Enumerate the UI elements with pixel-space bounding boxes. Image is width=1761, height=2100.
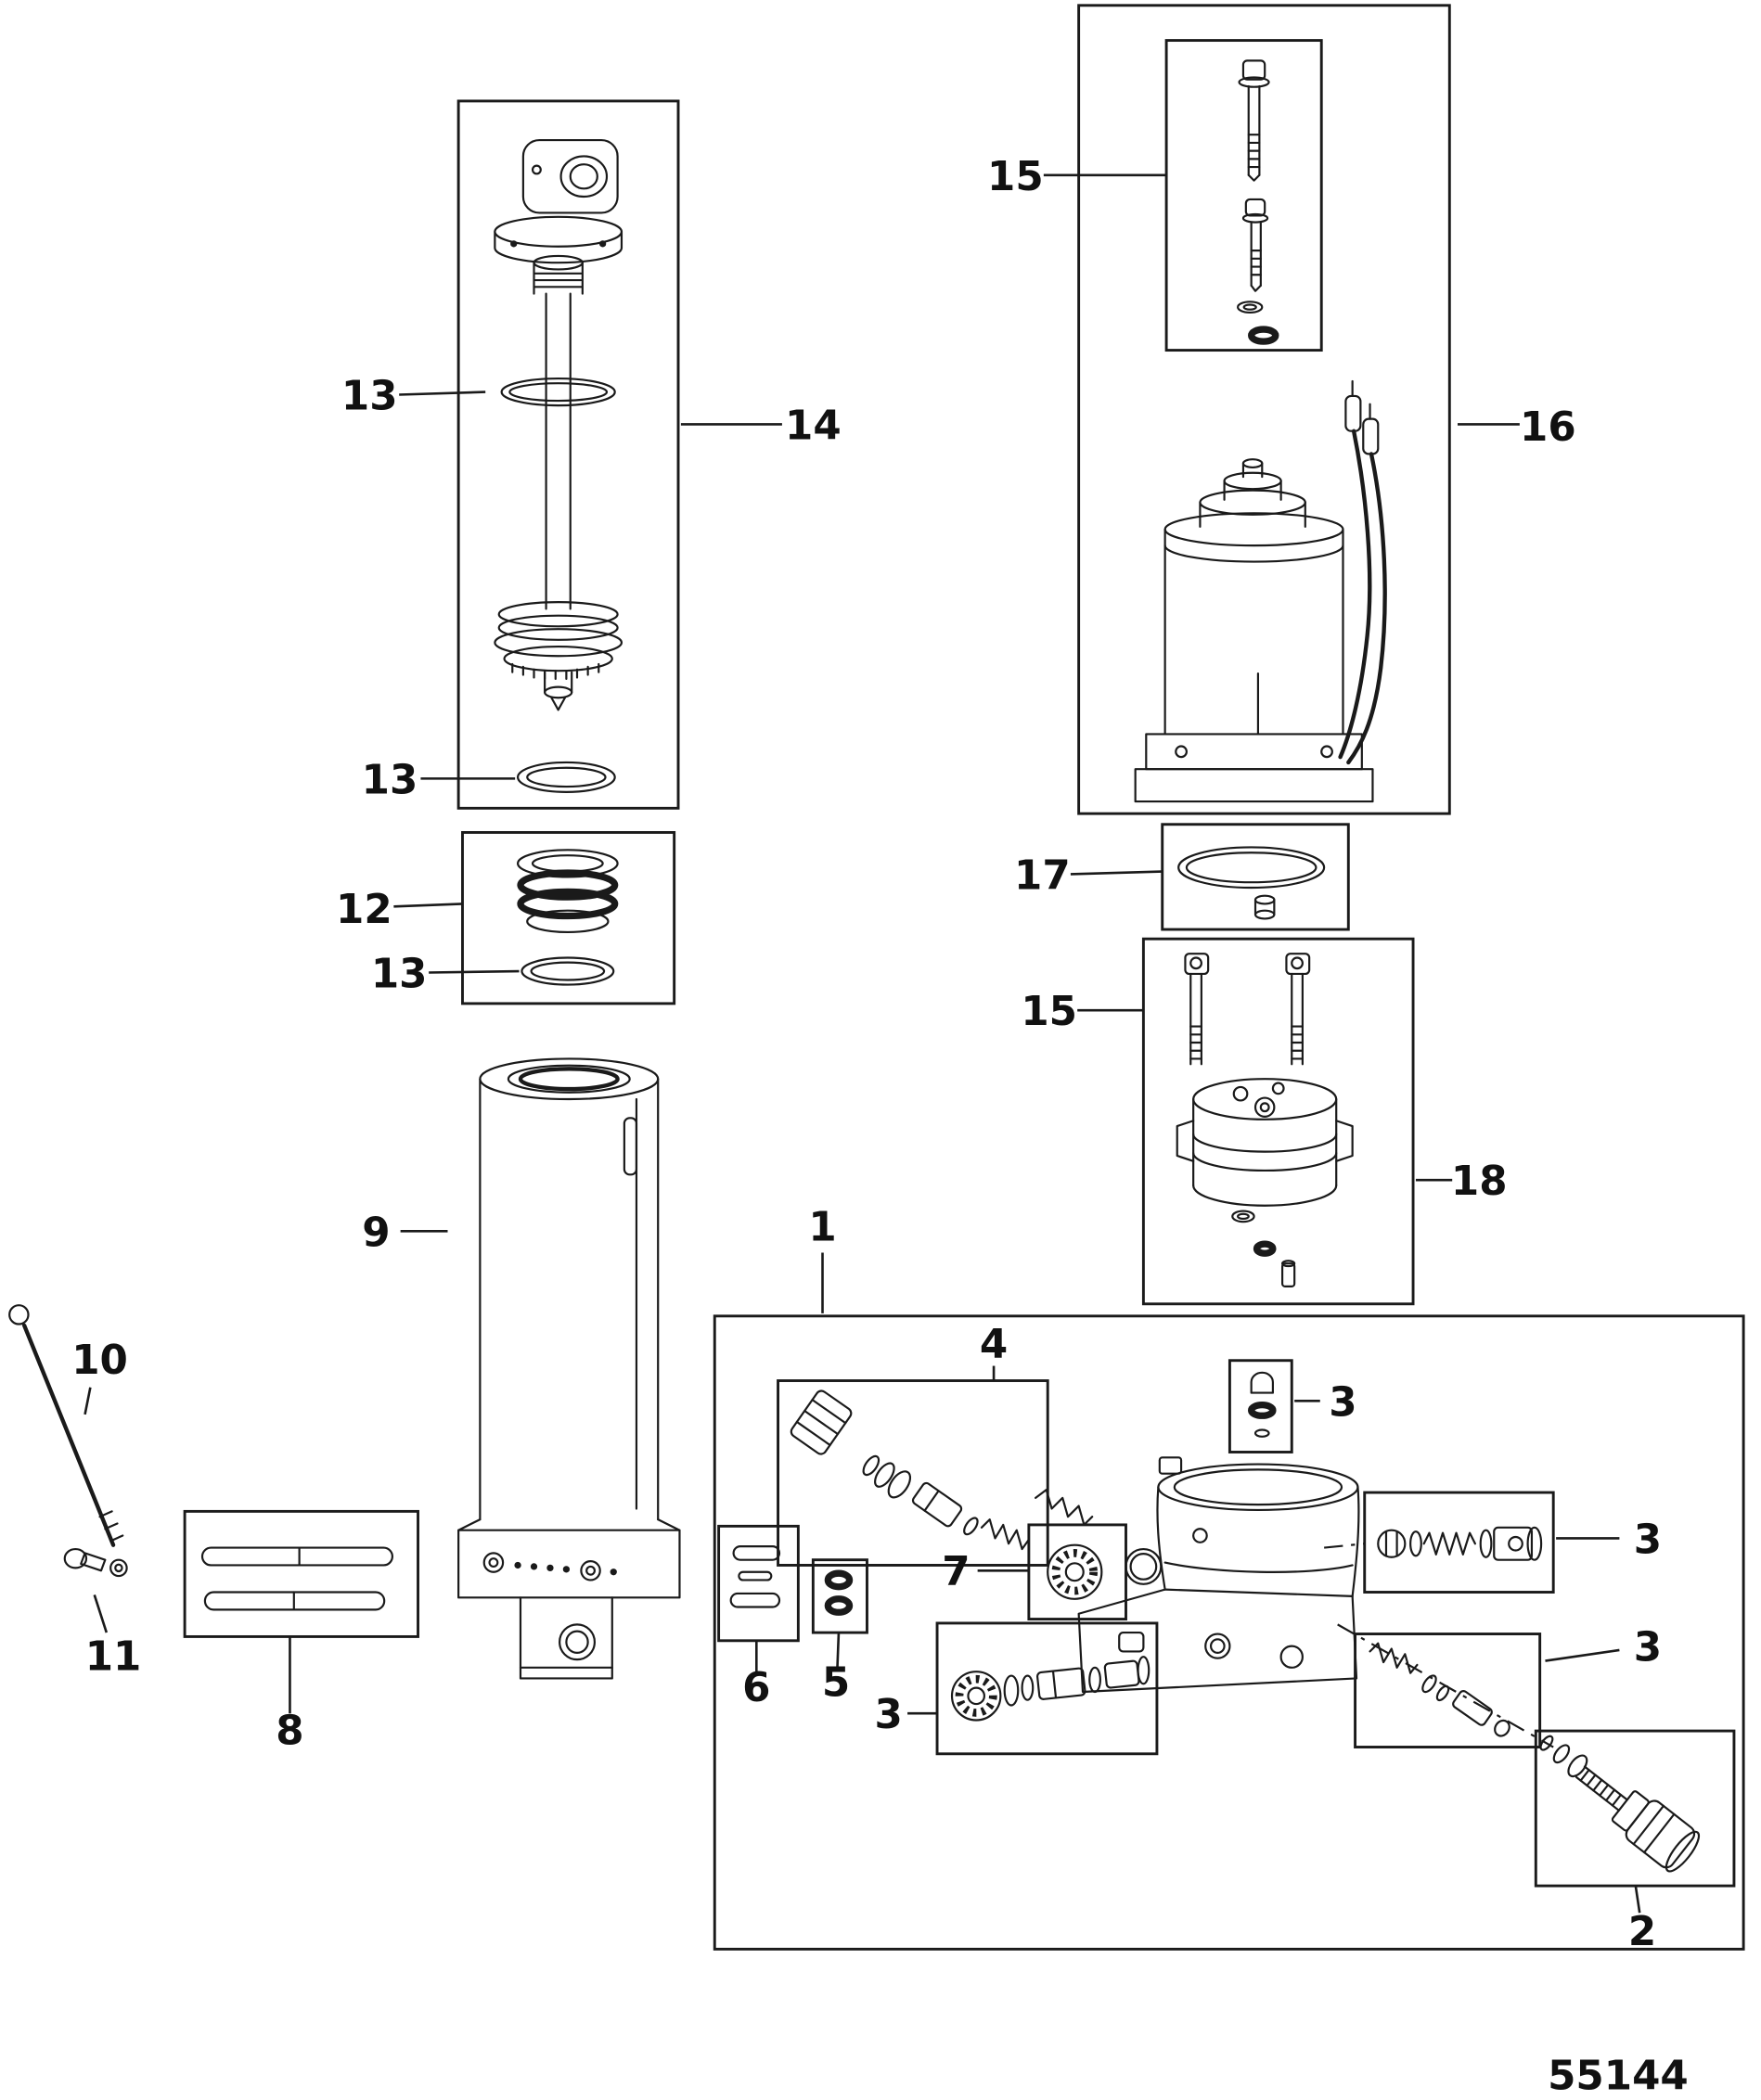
- manifold-group-1: [713, 1314, 1745, 1951]
- rod-end-cap: [494, 138, 623, 295]
- pin: [200, 1546, 393, 1567]
- callout-17: 17: [1014, 852, 1071, 899]
- trim-rod-assembly-14: [456, 99, 680, 810]
- axis-line: [1324, 1543, 1365, 1549]
- callout-11: 11: [85, 1634, 142, 1681]
- callout-1: 1: [808, 1205, 836, 1251]
- callout-3-c: 3: [875, 1692, 903, 1738]
- seal-kit-12: [461, 831, 676, 1005]
- bolt: [1184, 953, 1210, 1066]
- group-box-1: [713, 1314, 1745, 1951]
- o-ring-13-lower: [521, 956, 615, 986]
- leader-3-bottom-right: [1545, 1648, 1620, 1662]
- group-box-4: [777, 1379, 1049, 1567]
- bolt-kit-15-lower: [1184, 953, 1311, 1066]
- callout-6: 6: [742, 1665, 770, 1711]
- pin: [203, 1591, 386, 1611]
- callouts: 14 13 13 12 13 9 10 11 8 15 16 17 15 18 …: [71, 154, 1662, 1955]
- pump-body-18: [1176, 1078, 1354, 1287]
- bolt: [1238, 59, 1270, 182]
- callout-8: 8: [276, 1709, 303, 1755]
- pin-kit-6: [717, 1524, 800, 1643]
- callout-7: 7: [942, 1549, 970, 1595]
- piston-stack: [494, 601, 623, 711]
- link-rod-10: [8, 1304, 124, 1547]
- drawing-code: 55144: [1548, 2053, 1689, 2099]
- valve-kit-3-bottom-left: [935, 1621, 1159, 1756]
- leader-10: [84, 1387, 92, 1415]
- motor-wires: [1338, 379, 1387, 765]
- bolt-kit-15-upper: [1164, 39, 1323, 352]
- group-box-2: [1534, 1729, 1736, 1888]
- group-box-17: [1161, 823, 1350, 931]
- group-box-6: [717, 1524, 800, 1643]
- callout-15-a: 15: [987, 154, 1044, 200]
- screw-kit-2: [1534, 1729, 1736, 1888]
- pin-kit-8: [183, 1509, 419, 1638]
- spring: [1035, 1489, 1094, 1526]
- callout-9: 9: [362, 1210, 390, 1256]
- o-ring: [1248, 326, 1279, 345]
- group-box-15-upper: [1164, 39, 1323, 352]
- leader-12: [393, 903, 463, 908]
- leader-11: [93, 1594, 109, 1633]
- callout-2: 2: [1628, 1909, 1656, 1955]
- cylinder-body-9: [457, 1057, 681, 1680]
- group-box-8: [183, 1509, 419, 1638]
- group-box-16: [1077, 4, 1451, 815]
- callout-3-a: 3: [1329, 1379, 1356, 1426]
- axis-line: [1337, 1623, 1554, 1748]
- leader-lines: [84, 173, 1641, 1914]
- motor-assembly-16: [1077, 4, 1451, 815]
- valve-kit-3-bottom-right: [1354, 1633, 1542, 1748]
- valve-kit-4: [777, 1379, 1049, 1567]
- callout-13-b: 13: [362, 757, 418, 803]
- leader-17: [1070, 870, 1163, 876]
- electric-motor: [1134, 458, 1374, 803]
- callout-3-b: 3: [1634, 1517, 1662, 1563]
- group-box-5: [811, 1558, 868, 1634]
- o-ring-13-middle: [516, 761, 616, 793]
- o-ring-13-upper: [500, 377, 616, 407]
- leader-13-upper: [399, 391, 486, 396]
- group-box-3-bottom-right: [1354, 1633, 1542, 1748]
- leader-5: [836, 1633, 841, 1668]
- callout-15-b: 15: [1021, 989, 1077, 1035]
- o-ring-kit-5: [811, 1558, 868, 1634]
- group-box-18: [1141, 937, 1415, 1306]
- callout-10: 10: [71, 1338, 128, 1384]
- valve-kit-3-right: [1363, 1491, 1555, 1594]
- callout-4: 4: [980, 1322, 1008, 1368]
- bolt: [1285, 953, 1311, 1066]
- callout-3-d: 3: [1634, 1625, 1662, 1671]
- leader-2: [1634, 1885, 1641, 1914]
- group-box-3-right: [1363, 1491, 1555, 1594]
- piston-rod: [545, 292, 572, 610]
- bolt: [1241, 198, 1269, 292]
- o-ring-kit-17: [1161, 823, 1350, 931]
- washer: [1237, 301, 1264, 314]
- leader-13-lower: [429, 969, 520, 974]
- plug-kit-3-top: [1228, 1359, 1293, 1453]
- screw-11: [63, 1547, 128, 1578]
- group-box-3-bottom-left: [935, 1621, 1159, 1756]
- callout-13-c: 13: [371, 951, 428, 997]
- callout-12: 12: [336, 887, 392, 933]
- callout-16: 16: [1520, 404, 1576, 451]
- pump-assembly-group: [1141, 937, 1415, 1306]
- group-box-3-top: [1228, 1359, 1293, 1453]
- group-box-12: [461, 831, 676, 1005]
- manifold-body: [1077, 1456, 1360, 1694]
- callout-5: 5: [822, 1659, 850, 1706]
- group-box-14: [456, 99, 680, 810]
- callout-18: 18: [1451, 1159, 1508, 1205]
- callout-14: 14: [785, 403, 842, 449]
- callout-13-a: 13: [341, 373, 398, 419]
